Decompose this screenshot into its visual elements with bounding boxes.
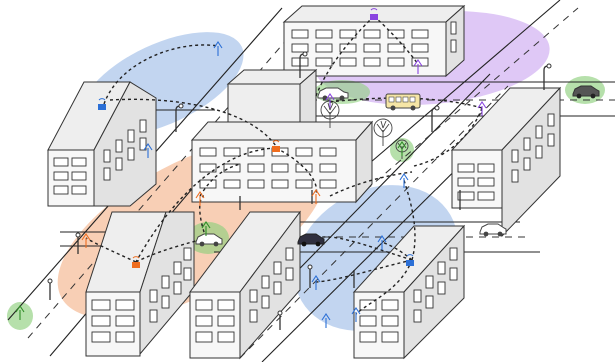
communication-links: [85, 15, 483, 315]
building-center-rear: [226, 68, 318, 123]
wifi-router-icon: [406, 254, 414, 266]
antenna-icon: [15, 41, 487, 328]
wifi-router-icon: [132, 256, 140, 268]
vehicles: [195, 85, 600, 247]
wifi-router-icon: [272, 140, 280, 152]
building-bottom-right: [352, 224, 466, 360]
wifi-router-icon: [98, 98, 106, 110]
car-icon: [317, 87, 349, 101]
car-icon: [297, 233, 325, 247]
tree-icon: [373, 118, 393, 146]
car-icon: [195, 233, 223, 247]
car-icon: [572, 85, 600, 99]
bus-icon: [385, 93, 421, 111]
building-center: [190, 120, 374, 204]
street-lamps: [47, 51, 552, 330]
building-bottom-center: [189, 210, 301, 360]
building-top-left: [47, 81, 157, 207]
car-icon: [479, 223, 507, 237]
building-right: [450, 86, 562, 238]
access-points: [15, 8, 487, 328]
wifi-router-icon: [370, 8, 378, 20]
building-bottom-left: [85, 211, 195, 357]
